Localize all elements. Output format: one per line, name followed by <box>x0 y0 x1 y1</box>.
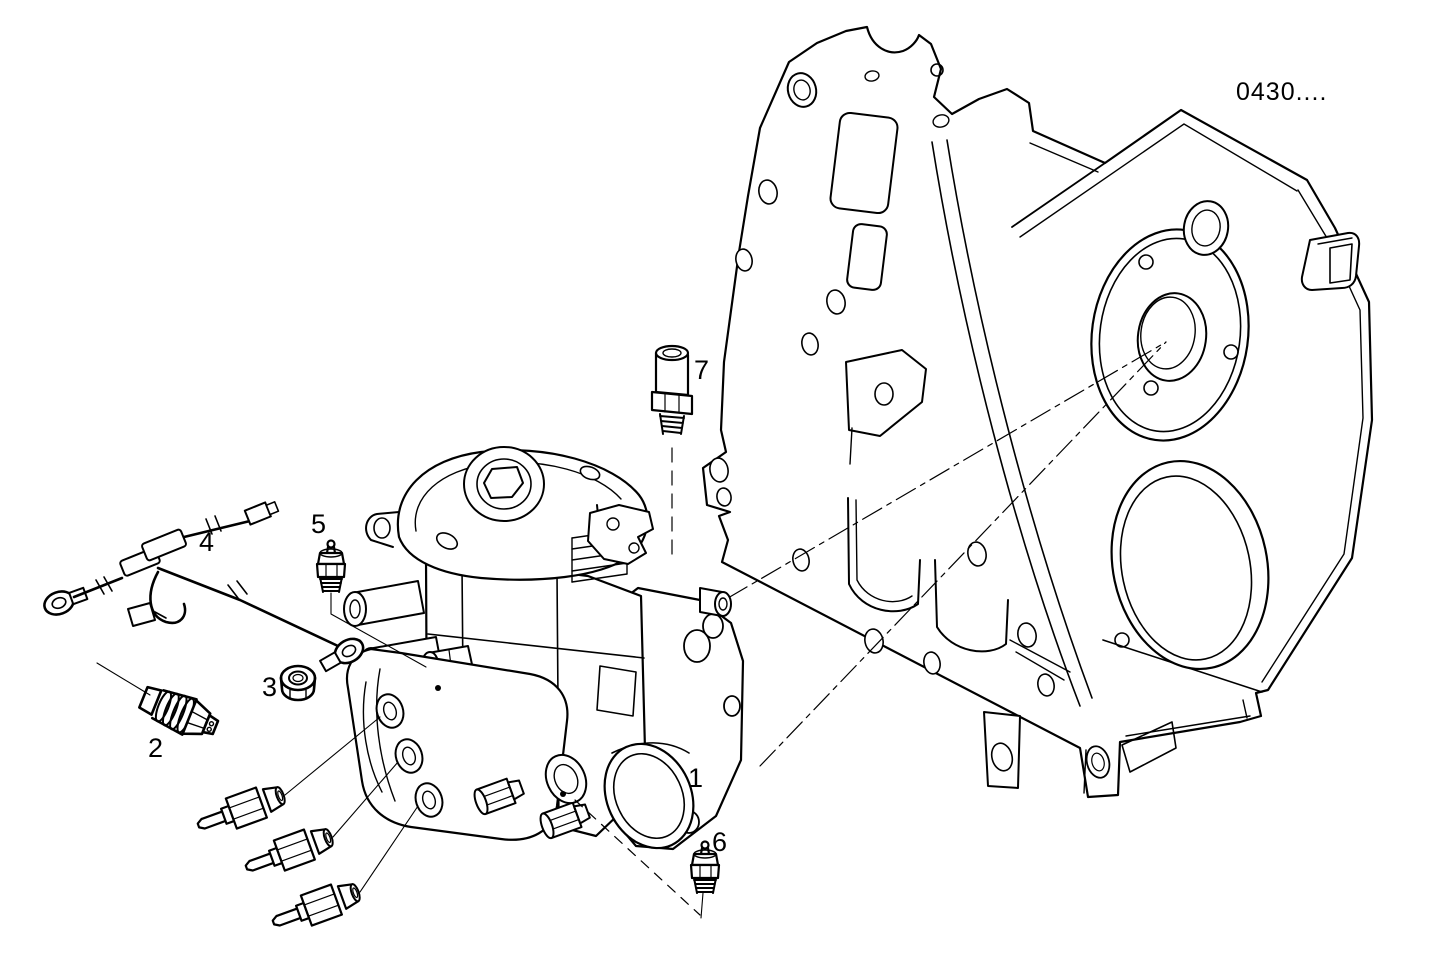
callout-2-label[interactable]: 2 <box>148 733 163 763</box>
callout-3-label[interactable]: 3 <box>262 672 277 702</box>
ring-terminal <box>43 586 89 616</box>
sensor-item-2 <box>138 685 220 736</box>
figure-code: 0430.... <box>1236 78 1327 106</box>
assembly-centerlines <box>727 341 1167 767</box>
bleed-fitting-item-6 <box>689 840 721 894</box>
delivery-valve-unions <box>196 786 361 927</box>
flywheel-housing <box>701 25 1374 799</box>
nut-item-3 <box>279 664 317 702</box>
delivery-port-bosses <box>375 693 444 818</box>
ring-terminal <box>319 637 365 673</box>
harness-connector <box>243 501 280 526</box>
callout-1-label[interactable]: 1 <box>688 763 703 793</box>
union-fitting <box>271 883 361 927</box>
callout-5-label[interactable]: 5 <box>311 509 326 539</box>
callout-labels: 0430.... 1 2 3 4 5 6 7 <box>148 78 1327 857</box>
leader-lines <box>96 447 704 919</box>
installed-union <box>473 777 525 816</box>
sensor-plug-item-7 <box>650 344 694 435</box>
callout-6-label[interactable]: 6 <box>712 827 727 857</box>
wiring-harness <box>43 501 365 673</box>
bleed-fitting-item-5 <box>315 539 347 593</box>
callout-4-label[interactable]: 4 <box>199 527 214 557</box>
callout-7-label[interactable]: 7 <box>694 355 709 385</box>
union-fitting <box>244 828 334 872</box>
union-fitting <box>196 786 286 830</box>
injection-pump <box>343 446 745 851</box>
